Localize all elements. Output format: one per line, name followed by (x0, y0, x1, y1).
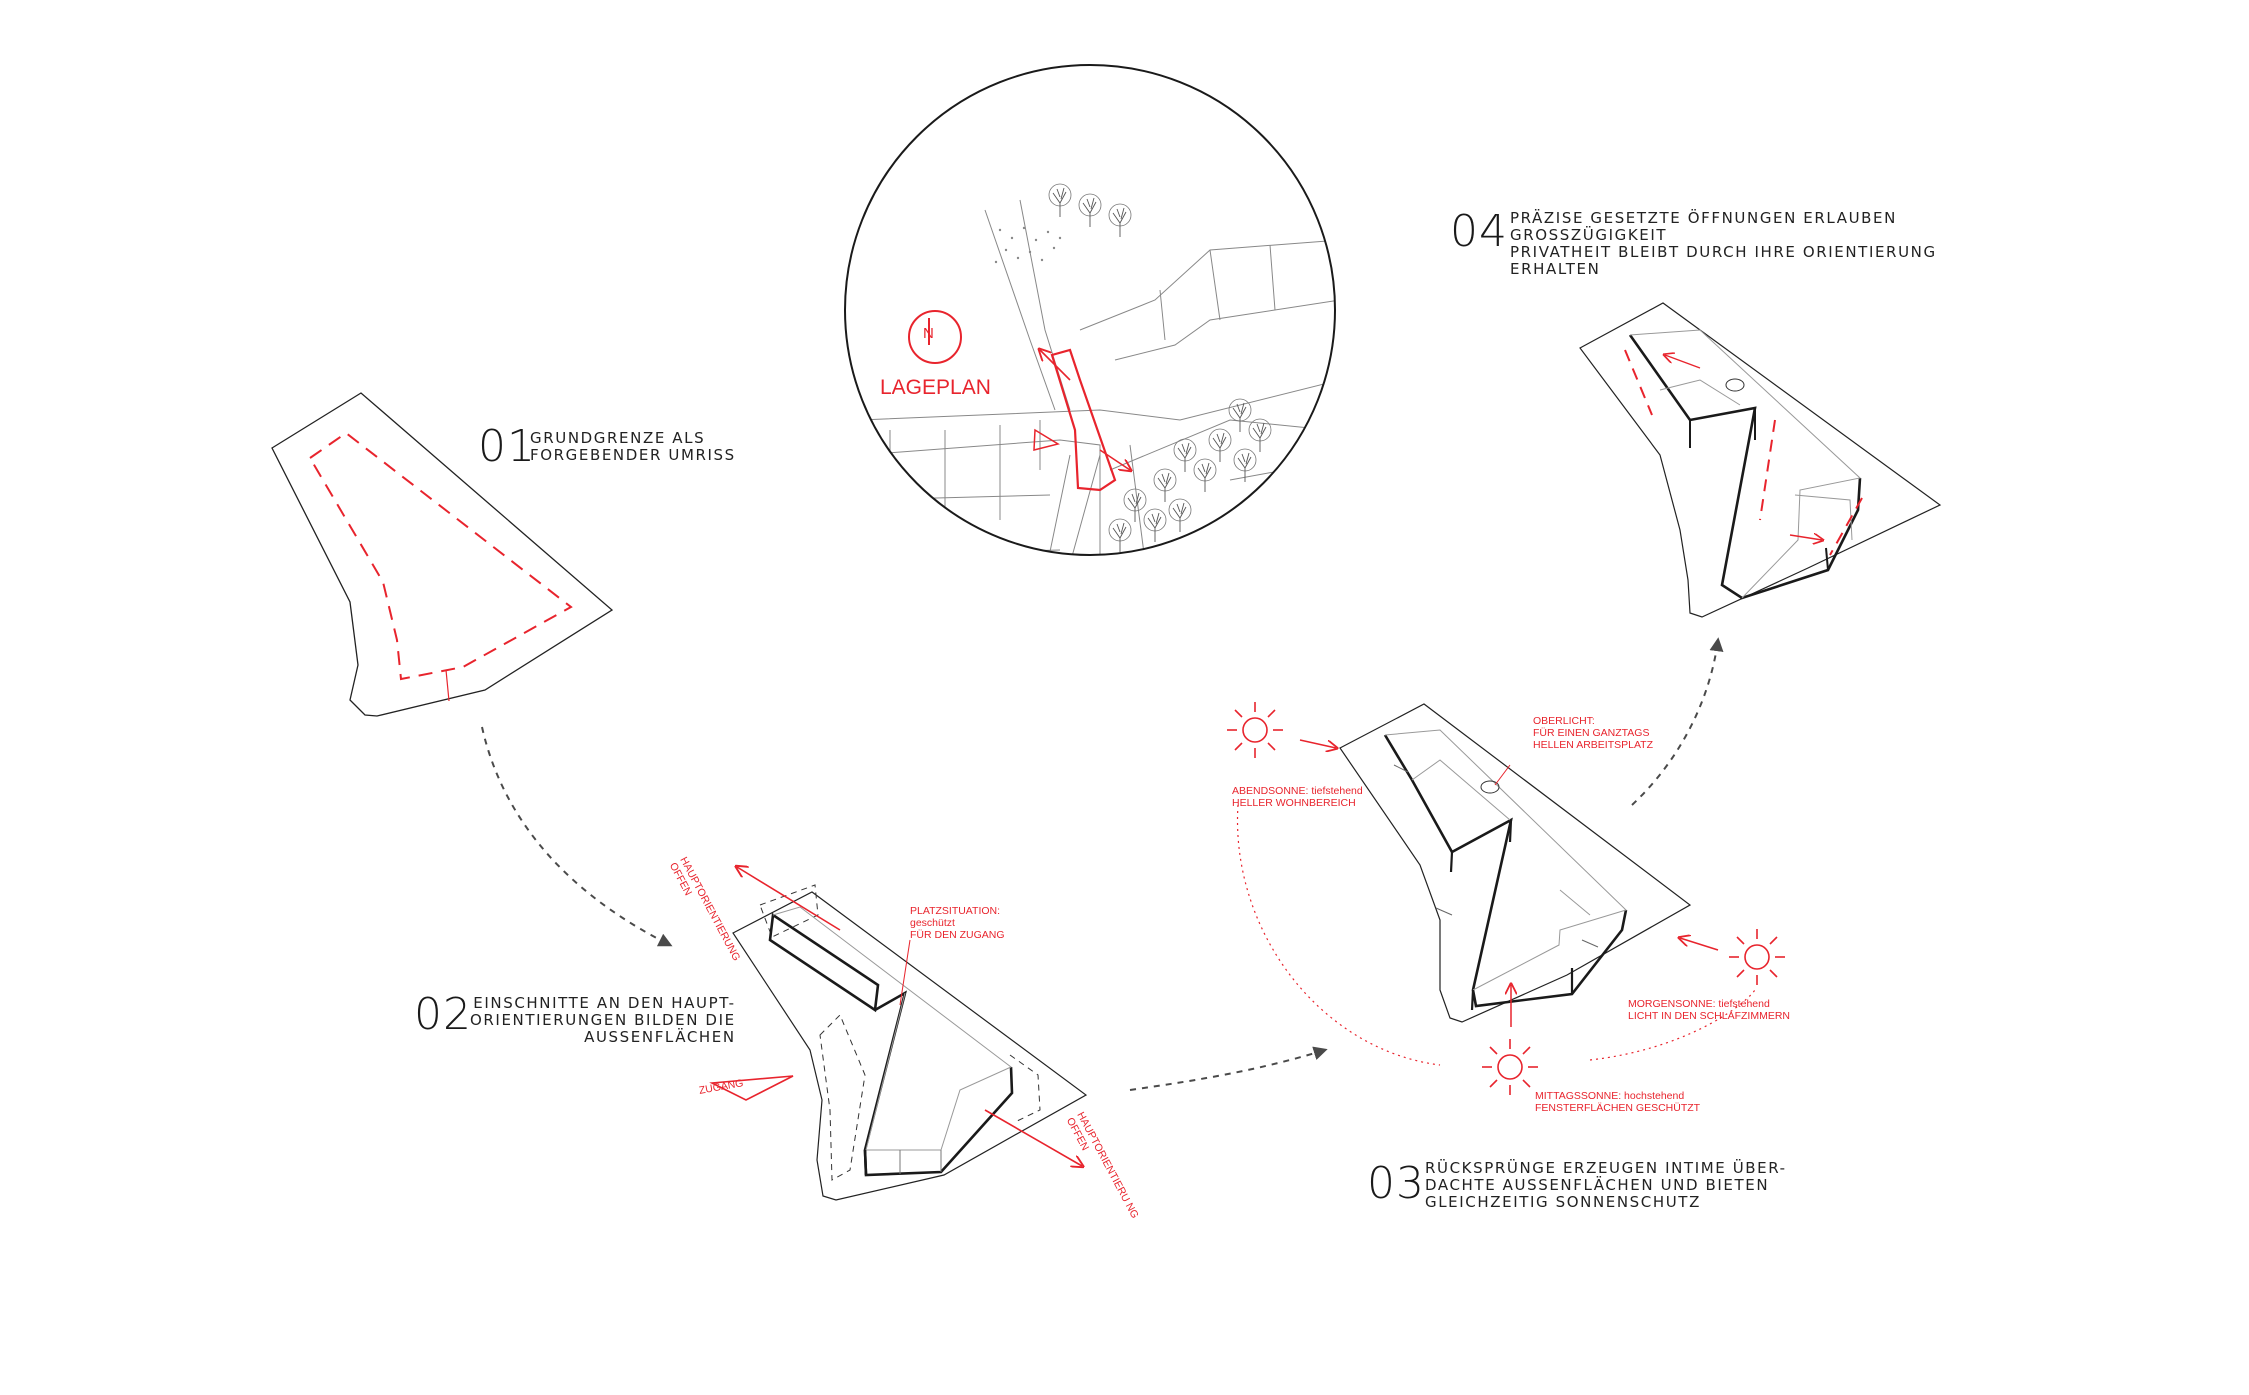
step-03-line-1: RÜCKSPRÜNGE ERZEUGEN INTIME ÜBER- (1425, 1159, 1787, 1177)
annotation-abendsonne: ABENDSONNE: tiefstehend HELLER WOHNBEREI… (1232, 785, 1363, 809)
step-04-line-4: ERHALTEN (1510, 260, 1601, 278)
step-02-line-1: EINSCHNITTE AN DEN HAUPT- (473, 994, 736, 1012)
step-04-drawing (1579, 302, 1942, 618)
step-01-number: 01 (478, 421, 536, 472)
step-01-line-2: FORGEBENDER UMRISS (530, 446, 736, 464)
step-02-line-2: ORIENTIERUNGEN BILDEN DIE (470, 1011, 736, 1029)
step-03-description: RÜCKSPRÜNGE ERZEUGEN INTIME ÜBER- DACHTE… (1425, 1160, 1787, 1211)
annotation-morgensonne: MORGENSONNE: tiefstehend LICHT IN DEN SC… (1628, 998, 1790, 1022)
site-plan (844, 64, 1336, 556)
annotation-morgensonne-line-2: LICHT IN DEN SCHLAFZIMMERN (1628, 1010, 1790, 1022)
step-01-line-1: GRUNDGRENZE ALS (530, 429, 706, 447)
annotation-abendsonne-line-1: ABENDSONNE: tiefstehend (1232, 785, 1363, 797)
flow-arrow-02-03 (1129, 1046, 1328, 1091)
step-03-drawing (1226, 701, 1786, 1096)
annotation-abendsonne-line-2: HELLER WOHNBEREICH (1232, 797, 1356, 809)
annotation-oberlicht-line-2: FÜR EINEN GANZTAGS (1533, 727, 1650, 739)
annotation-oberlicht: OBERLICHT: FÜR EINEN GANZTAGS HELLEN ARB… (1533, 715, 1653, 751)
annotation-platzsituation: PLATZSITUATION: geschützt FÜR DEN ZUGANG (910, 905, 1005, 941)
step-04-line-1: PRÄZISE GESETZTE ÖFFNUNGEN ERLAUBEN (1510, 209, 1897, 227)
step-02-line-3: AUSSENFLÄCHEN (584, 1028, 736, 1046)
step-04-line-2: GROSSZÜGIGKEIT (1510, 226, 1668, 244)
north-label: N (923, 325, 934, 342)
step-04-number: 04 (1450, 206, 1508, 257)
step-02-drawing (709, 867, 1088, 1201)
annotation-oberlicht-line-3: HELLEN ARBEITSPLATZ (1533, 739, 1654, 751)
annotation-morgensonne-line-1: MORGENSONNE: tiefstehend (1628, 998, 1770, 1010)
flow-arrow-03-04 (1631, 637, 1724, 806)
site-plan-title: LAGEPLAN (880, 376, 991, 399)
step-01-description: GRUNDGRENZE ALS FORGEBENDER UMRISS (530, 430, 736, 464)
annotation-platzsituation-line-3: FÜR DEN ZUGANG (910, 929, 1005, 941)
step-01-drawing (271, 392, 614, 717)
annotation-oberlicht-line-1: OBERLICHT: (1533, 715, 1595, 727)
annotation-mittagssonne-line-1: MITTAGSSONNE: hochstehend (1535, 1090, 1685, 1102)
annotation-platzsituation-line-1: PLATZSITUATION: (910, 905, 1001, 917)
step-04-line-3: PRIVATHEIT BLEIBT DURCH IHRE ORIENTIERUN… (1510, 243, 1937, 261)
step-03-line-2: DACHTE AUSSENFLÄCHEN UND BIETEN (1425, 1176, 1770, 1194)
step-02-description: EINSCHNITTE AN DEN HAUPT- ORIENTIERUNGEN… (470, 995, 736, 1046)
annotation-mittagssonne-line-2: FENSTERFLÄCHEN GESCHÜTZT (1535, 1102, 1701, 1114)
flow-arrow-01-02 (481, 726, 673, 947)
step-04-description: PRÄZISE GESETZTE ÖFFNUNGEN ERLAUBEN GROS… (1510, 210, 1937, 278)
step-02-number: 02 (414, 989, 472, 1040)
step-03-number: 03 (1367, 1158, 1425, 1209)
annotation-platzsituation-line-2: geschützt (910, 917, 955, 929)
step-03-line-3: GLEICHZEITIG SONNENSCHUTZ (1425, 1193, 1701, 1211)
annotation-mittagssonne: MITTAGSSONNE: hochstehend FENSTERFLÄCHEN… (1535, 1090, 1700, 1114)
